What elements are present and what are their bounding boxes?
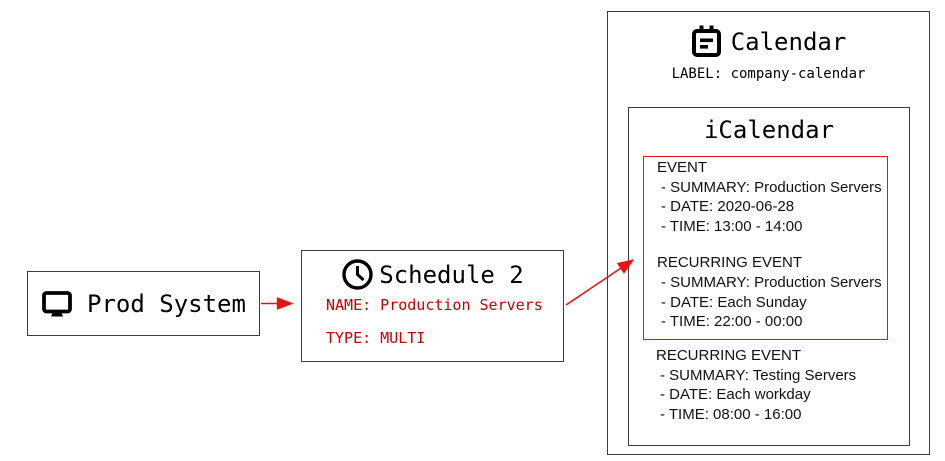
event-type: RECURRING EVENT [656,347,802,364]
event-summary: - SUMMARY: Production Servers [661,178,882,196]
event-type: RECURRING EVENT [657,254,803,272]
event-time: - TIME: 22:00 - 00:00 [661,313,803,331]
node-prod-system: Prod System [27,271,260,336]
schedule-title-row: Schedule 2 [302,258,563,291]
event-date: - DATE: Each Sunday [661,293,807,311]
event-type: EVENT [657,159,708,176]
monitor-icon [42,290,72,316]
icalendar-title: iCalendar [703,116,835,144]
schedule-name-field: NAME: Production Servers [326,296,543,314]
schedule-type-field: TYPE: MULTI [326,329,426,347]
event-date: - DATE: 2020-06-28 [661,198,795,216]
event-block: EVENT - SUMMARY: Production Servers - DA… [657,158,887,236]
highlighted-events-box: EVENT - SUMMARY: Production Servers - DA… [643,156,888,340]
event-date: - DATE: Each workday [660,386,811,404]
event-summary: - SUMMARY: Testing Servers [660,366,857,384]
event-time: - TIME: 08:00 - 16:00 [660,405,802,423]
calendar-title: Calendar [730,27,847,56]
calendar-title-row: Calendar [608,25,929,58]
node-schedule: Schedule 2 NAME: Production Servers TYPE… [301,250,564,362]
clock-icon [342,259,373,290]
icalendar-container: iCalendar EVENT - SUMMARY: Production Se… [628,107,910,446]
schedule-title: Schedule 2 [379,260,524,289]
node-calendar: Calendar LABEL: company-calendar iCalend… [607,11,930,455]
calendar-icon [691,25,721,57]
event-block: RECURRING EVENT - SUMMARY: Production Se… [657,253,887,331]
event-time: - TIME: 13:00 - 14:00 [661,217,803,235]
event-summary: - SUMMARY: Production Servers [661,273,882,291]
event-block: RECURRING EVENT - SUMMARY: Testing Serve… [656,346,856,424]
calendar-label: LABEL: company-calendar [671,66,866,82]
prod-system-title: Prod System [87,289,246,318]
